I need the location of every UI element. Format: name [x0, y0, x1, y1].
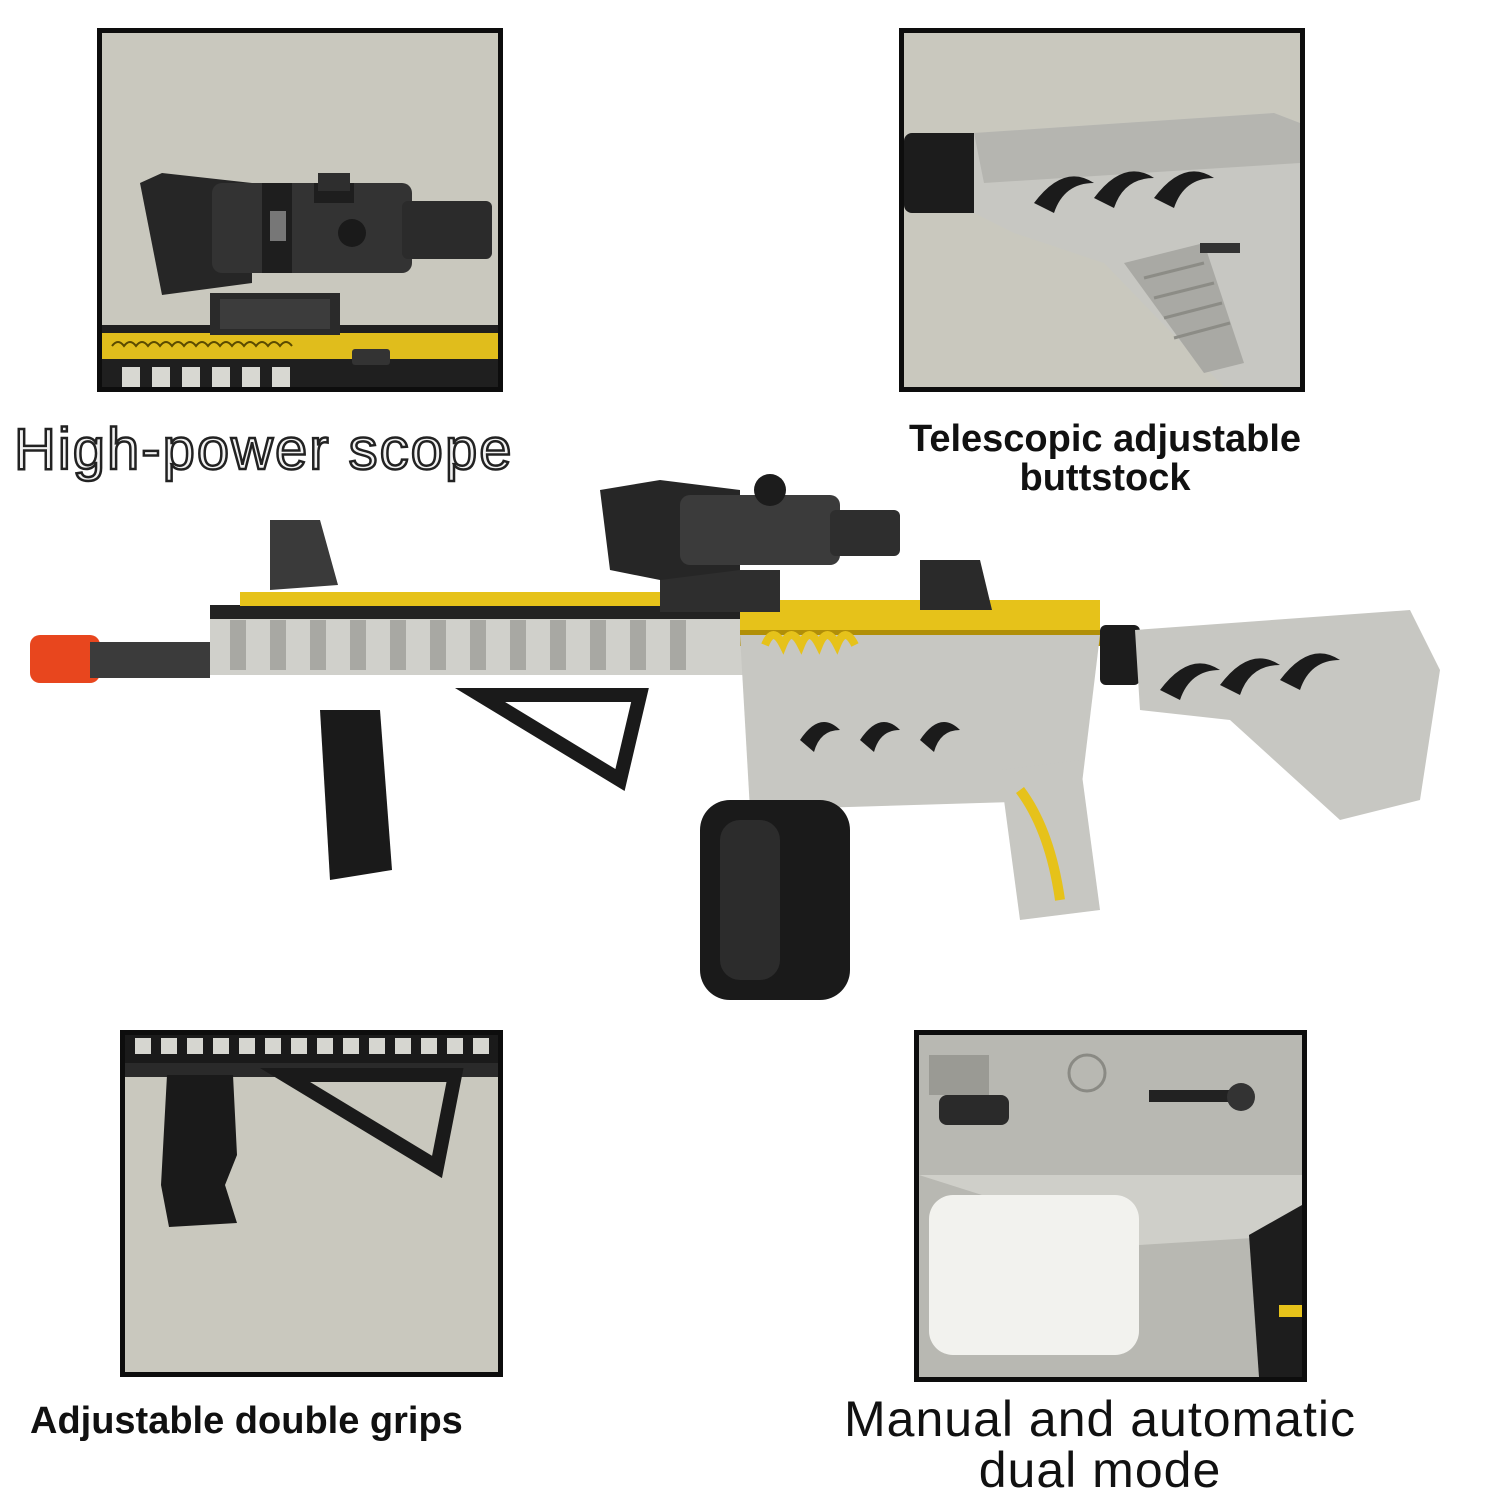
- buttstock-caption: Telescopic adjustable buttstock: [860, 420, 1350, 498]
- scope-closeup-panel: [97, 28, 503, 392]
- fire-mode-caption-line2: dual mode: [978, 1442, 1222, 1498]
- buttstock-closeup-panel: [899, 28, 1305, 392]
- grips-closeup-panel: [120, 1030, 503, 1377]
- rifle-icon: [30, 474, 1440, 1000]
- buttstock-closeup-image: [904, 113, 1300, 387]
- fire-mode-caption-line1: Manual and automatic: [844, 1391, 1356, 1447]
- scope-caption: High-power scope: [13, 417, 514, 482]
- fire-mode-caption: Manual and automatic dual mode: [790, 1394, 1410, 1496]
- buttstock-caption-line2: buttstock: [1019, 456, 1191, 499]
- fire-mode-closeup-panel: [914, 1030, 1307, 1382]
- rifle-illustration: [20, 470, 1480, 1030]
- selector-icon: [919, 1035, 1302, 1377]
- buttstock-caption-line1: Telescopic adjustable: [908, 418, 1302, 460]
- grips-caption: Adjustable double grips: [30, 1400, 463, 1442]
- scope-closeup-image: [102, 173, 498, 387]
- foregrip-icon: [125, 1035, 498, 1227]
